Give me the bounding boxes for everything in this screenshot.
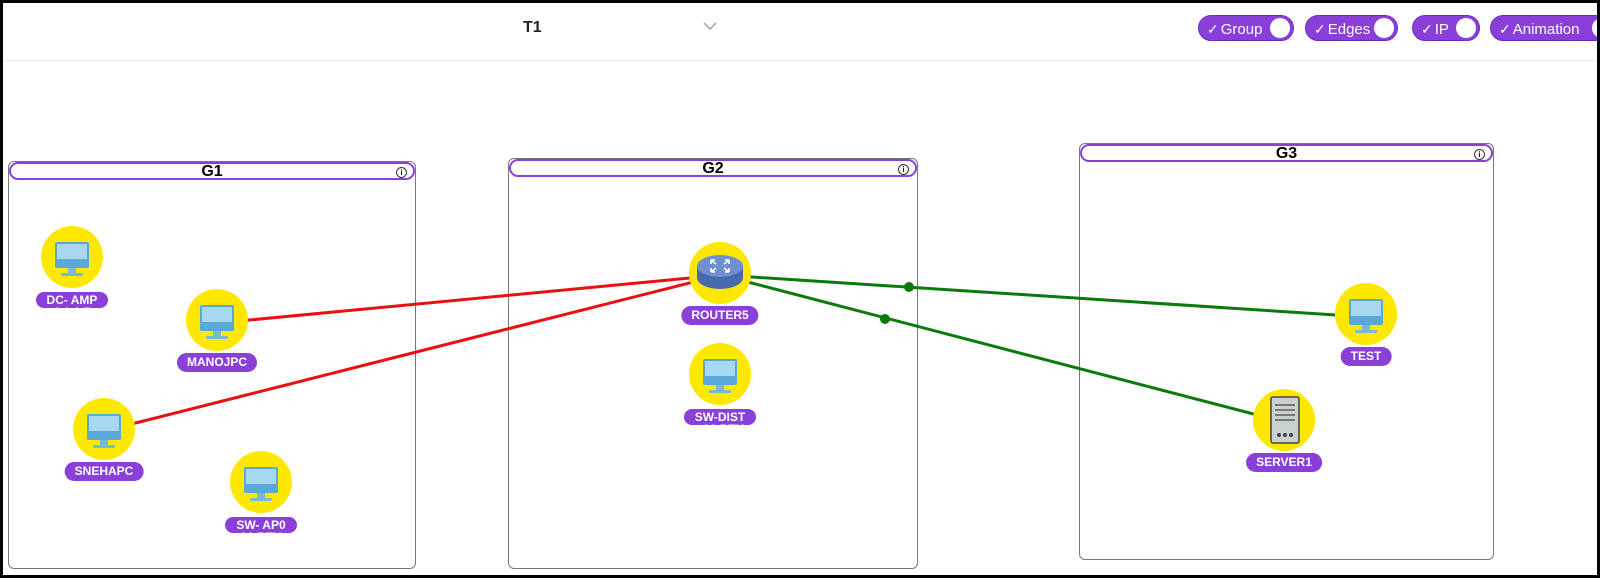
check-icon: ✓	[1421, 21, 1433, 37]
toggle-knob	[1270, 18, 1290, 38]
edge-animation-dot	[904, 282, 914, 292]
group-header: G3 i	[1080, 144, 1493, 162]
edge-snehapc-router5[interactable]	[103, 273, 722, 433]
node-dc[interactable]: DC- AMP2.1.0.5	[32, 226, 112, 336]
group-header: G1 i	[9, 162, 415, 180]
node-manojpc[interactable]: MANOJPC	[176, 289, 258, 399]
desktop-icon	[689, 343, 751, 405]
animation-toggle-label: Animation	[1512, 21, 1580, 38]
server-icon	[1253, 389, 1315, 451]
node-label: SW-DIST- 01.RTK	[684, 409, 756, 425]
node-label: SW- AP001.RTK	[225, 517, 297, 533]
node-snehapc[interactable]: SNEHAPC	[64, 398, 144, 508]
node-label: ROUTER5	[681, 306, 759, 325]
info-icon[interactable]: i	[898, 164, 909, 175]
check-icon: ✓	[1207, 21, 1219, 37]
node-label: DC- AMP2.1.0.5	[36, 292, 108, 308]
group-header: G2 i	[509, 159, 917, 177]
node-sw-dist[interactable]: SW-DIST- 01.RTK	[680, 343, 760, 453]
ip-toggle-label: IP	[1434, 21, 1449, 38]
node-label: SNEHAPC	[64, 462, 144, 481]
toggle-knob	[1374, 18, 1394, 38]
edge-manojpc-router5[interactable]	[217, 273, 722, 325]
node-test[interactable]: TEST	[1326, 283, 1406, 393]
edges-layer	[103, 273, 1368, 433]
group-title: G3	[1275, 145, 1298, 162]
router-icon	[689, 242, 751, 304]
toggle-knob	[1456, 18, 1476, 38]
check-icon: ✓	[1314, 21, 1326, 37]
desktop-icon	[186, 289, 248, 351]
group-title: G2	[702, 160, 724, 177]
group-g3[interactable]: G3 i	[1079, 143, 1494, 560]
edge-animation-dot	[880, 314, 890, 324]
info-icon[interactable]: i	[1474, 149, 1485, 160]
group-toggle-label: Group	[1220, 21, 1263, 38]
chevron-down-icon	[703, 22, 717, 30]
desktop-icon	[1335, 283, 1397, 345]
toggle-knob	[1592, 18, 1597, 38]
edges-toggle-label: Edges	[1327, 21, 1371, 38]
edge-router5-test[interactable]	[720, 273, 1368, 319]
edge-router5-server1[interactable]	[720, 273, 1285, 424]
desktop-icon	[41, 226, 103, 288]
ip-toggle[interactable]: ✓IP	[1412, 15, 1480, 41]
info-icon[interactable]: i	[396, 167, 407, 178]
node-server1[interactable]: SERVER1	[1244, 389, 1324, 499]
check-icon: ✓	[1499, 21, 1511, 37]
node-router5[interactable]: ROUTER5	[680, 242, 760, 352]
toolbar: T1 ✓Group ✓Edges ✓IP ✓Animation	[3, 3, 1597, 61]
node-label: TEST	[1340, 347, 1392, 366]
node-sw-acc[interactable]: SW- AP001.RTK	[221, 451, 301, 561]
node-label: MANOJPC	[176, 353, 258, 372]
node-label: SERVER1	[1246, 453, 1322, 472]
desktop-icon	[230, 451, 292, 513]
group-title: G1	[201, 163, 223, 180]
desktop-icon	[73, 398, 135, 460]
animation-toggle[interactable]: ✓Animation	[1490, 15, 1597, 41]
topology-select[interactable]: T1	[523, 15, 723, 43]
edges-toggle[interactable]: ✓Edges	[1305, 15, 1398, 41]
topology-title: T1	[523, 19, 542, 36]
group-toggle[interactable]: ✓Group	[1198, 15, 1294, 41]
